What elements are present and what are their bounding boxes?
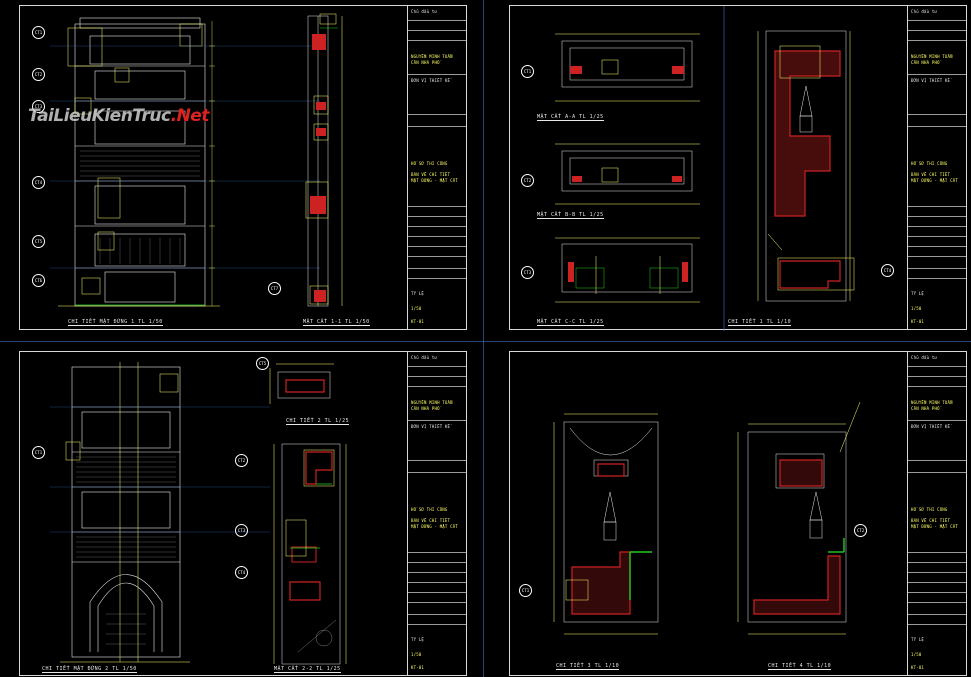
tb-header: Chủ đầu tư: [411, 355, 438, 360]
drawing-sheet-3: CT1 CT2 CT3 CT4 CT5 CHI TIẾT MẶT ĐỨNG 2 …: [19, 351, 467, 676]
tb-sheet-no: KT-01: [911, 319, 925, 324]
title-block: Chủ đầu tư NGUYỄN MINH TUẤN CĂN NHÀ PHỐ …: [407, 6, 466, 329]
detail-bubble[interactable]: CT3: [235, 524, 248, 537]
sheet-3-drawing: [50, 362, 347, 665]
sheet-divider-vertical: [483, 0, 484, 677]
sheet-1-drawing: [50, 13, 343, 307]
tb-project2: CĂN NHÀ PHỐ: [911, 60, 940, 65]
tb-designer: ĐƠN VỊ THIẾT KẾ: [911, 78, 951, 83]
watermark-tld: .Net: [170, 106, 210, 126]
title-block: Chủ đầu tư NGUYỄN MINH TUẤN CĂN NHÀ PHỐ …: [907, 6, 966, 329]
sheet-4-drawing: [553, 401, 861, 635]
tb-scale: TỶ LỆ: [411, 637, 425, 642]
detail-bubble[interactable]: CT6: [32, 274, 45, 287]
tb-desc2: MẶT ĐỨNG - MẶT CẮT: [411, 524, 458, 529]
tb-scale-value: 1/50: [411, 652, 422, 657]
tb-project2: CĂN NHÀ PHỐ: [411, 406, 440, 411]
drawing-caption: MẶT CẮT 2-2 TL 1/25: [274, 666, 341, 673]
detail-bubble[interactable]: CT1: [32, 26, 45, 39]
detail-bubble[interactable]: CT7: [268, 282, 281, 295]
tb-desc2: MẶT ĐỨNG - MẶT CẮT: [911, 178, 958, 183]
tb-scale-value: 1/50: [411, 306, 422, 311]
watermark-logo: TaiLieuKienTruc.Net: [28, 106, 209, 126]
drawing-caption: MẶT CẮT 1-1 TL 1/50: [303, 319, 370, 326]
tb-drawing: HỒ SƠ THI CÔNG: [911, 507, 948, 512]
detail-bubble[interactable]: CT1: [32, 446, 45, 459]
detail-bubble[interactable]: CT5: [256, 357, 269, 370]
watermark-brand: TaiLieuKienTruc: [28, 106, 171, 126]
tb-scale-value: 1/50: [911, 306, 922, 311]
tb-scale: TỶ LỆ: [911, 291, 925, 296]
tb-sheet-no: KT-01: [411, 319, 425, 324]
title-block: Chủ đầu tư NGUYỄN MINH TUẤN CĂN NHÀ PHỐ …: [907, 352, 966, 675]
tb-desc1: BẢN VẼ CHI TIẾT: [911, 518, 951, 523]
tb-desc1: BẢN VẼ CHI TIẾT: [911, 172, 951, 177]
tb-scale-value: 1/50: [911, 652, 922, 657]
detail-bubble[interactable]: CT4: [235, 566, 248, 579]
sheet-divider-horizontal: [0, 341, 971, 342]
tb-project2: CĂN NHÀ PHỐ: [411, 60, 440, 65]
tb-drawing: HỒ SƠ THI CÔNG: [411, 507, 448, 512]
detail-bubble[interactable]: CT1: [521, 65, 534, 78]
tb-desc2: MẶT ĐỨNG - MẶT CẮT: [411, 178, 458, 183]
drawing-caption: MẶT CẮT A-A TL 1/25: [537, 114, 604, 121]
tb-header: Chủ đầu tư: [411, 9, 438, 14]
tb-desc1: BẢN VẼ CHI TIẾT: [411, 518, 451, 523]
tb-drawing: HỒ SƠ THI CÔNG: [911, 161, 948, 166]
tb-project: NGUYỄN MINH TUẤN: [911, 400, 953, 405]
drawing-caption: CHI TIẾT 3 TL 1/10: [556, 663, 620, 670]
detail-bubble[interactable]: CT4: [32, 176, 45, 189]
detail-bubble[interactable]: CT2: [521, 174, 534, 187]
detail-bubble[interactable]: CT1: [519, 584, 532, 597]
tb-project2: CĂN NHÀ PHỐ: [911, 406, 940, 411]
tb-header: Chủ đầu tư: [911, 9, 938, 14]
tb-desc1: BẢN VẼ CHI TIẾT: [411, 172, 451, 177]
tb-scale: TỶ LỆ: [411, 291, 425, 296]
detail-bubble[interactable]: CT2: [235, 454, 248, 467]
tb-project: NGUYỄN MINH TUẤN: [411, 54, 453, 59]
tb-project: NGUYỄN MINH TUẤN: [411, 400, 453, 405]
title-block: Chủ đầu tư NGUYỄN MINH TUẤN CĂN NHÀ PHỐ …: [407, 352, 466, 675]
tb-project: NGUYỄN MINH TUẤN: [911, 54, 953, 59]
tb-designer: ĐƠN VỊ THIẾT KẾ: [411, 78, 451, 83]
drawing-caption: CHI TIẾT 4 TL 1/10: [768, 663, 832, 670]
tb-designer: ĐƠN VỊ THIẾT KẾ: [411, 424, 451, 429]
detail-bubble[interactable]: CT5: [32, 235, 45, 248]
tb-sheet-no: KT-01: [411, 665, 425, 670]
detail-bubble[interactable]: CT2: [32, 68, 45, 81]
drawing-caption: CHI TIẾT MẶT ĐỨNG 1 TL 1/50: [68, 319, 163, 326]
sheet-2-drawing: [555, 6, 855, 331]
detail-bubble[interactable]: CT3: [32, 100, 45, 113]
tb-designer: ĐƠN VỊ THIẾT KẾ: [911, 424, 951, 429]
drawing-sheet-2: CT1 CT2 CT3 CT4 MẶT CẮT A-A TL 1/25 MẶT …: [509, 5, 967, 331]
tb-desc2: MẶT ĐỨNG - MẶT CẮT: [911, 524, 958, 529]
tb-sheet-no: KT-01: [911, 665, 925, 670]
drawing-caption: MẶT CẮT C-C TL 1/25: [537, 319, 604, 326]
drawing-caption: CHI TIẾT 1 TL 1/10: [728, 319, 792, 326]
drawing-caption: MẶT CẮT B-B TL 1/25: [537, 212, 604, 219]
tb-drawing: HỒ SƠ THI CÔNG: [411, 161, 448, 166]
drawing-sheet-1: CT1 CT2 CT3 CT4 CT5 CT6 CT7 CHI TIẾT MẶT…: [19, 5, 467, 330]
tb-header: Chủ đầu tư: [911, 355, 938, 360]
detail-bubble[interactable]: CT4: [881, 264, 894, 277]
detail-bubble[interactable]: CT3: [521, 266, 534, 279]
drawing-sheet-4: CT1 CT2 CHI TIẾT 3 TL 1/10 CHI TIẾT 4 TL…: [509, 351, 967, 676]
drawing-caption: CHI TIẾT 2 TL 1/25: [286, 418, 350, 425]
tb-scale: TỶ LỆ: [911, 637, 925, 642]
detail-bubble[interactable]: CT2: [854, 524, 867, 537]
drawing-caption: CHI TIẾT MẶT ĐỨNG 2 TL 1/50: [42, 666, 137, 673]
